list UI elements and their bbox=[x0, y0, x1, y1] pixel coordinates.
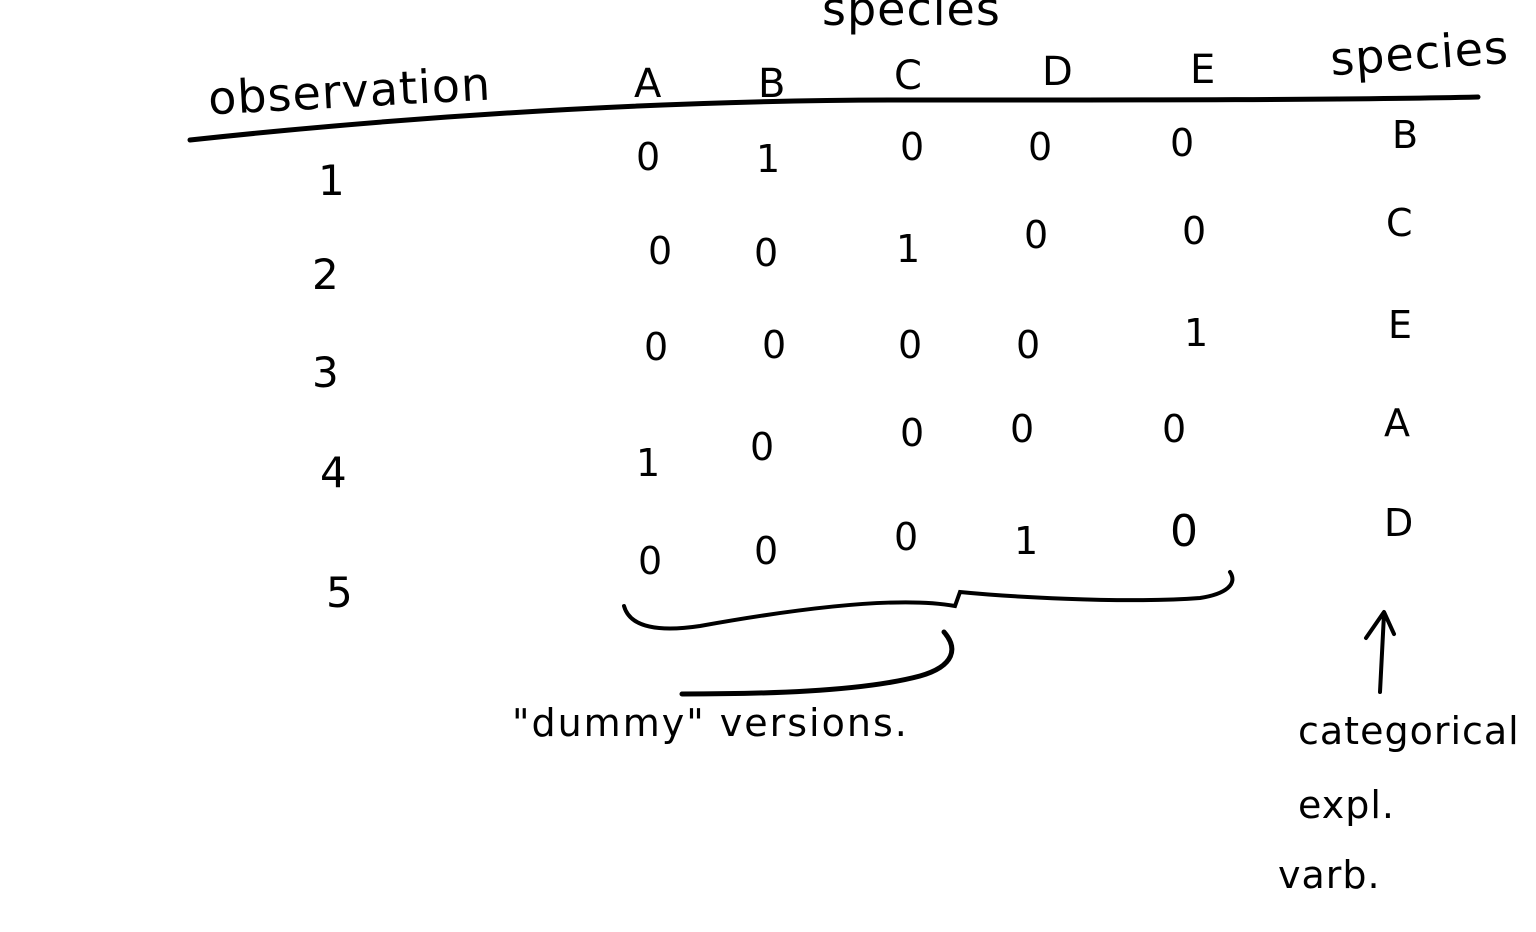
species-top-label: species bbox=[822, 0, 1001, 36]
cell-value: 0 bbox=[1182, 209, 1207, 253]
cell-value: 1 bbox=[1014, 519, 1039, 563]
cell-value: 0 bbox=[898, 323, 923, 367]
column-header-b: B bbox=[758, 61, 786, 107]
species-right-header: species bbox=[1328, 19, 1511, 87]
column-header-e: E bbox=[1190, 47, 1216, 93]
cell-value: 1 bbox=[1184, 311, 1209, 355]
dummy-brace bbox=[622, 570, 1235, 631]
cell-value: 0 bbox=[754, 529, 779, 573]
cell-value: 0 bbox=[1028, 125, 1053, 169]
observation-number: 4 bbox=[320, 448, 347, 497]
column-header-d: D bbox=[1042, 49, 1073, 95]
cell-value: 0 bbox=[648, 229, 673, 273]
observation-header: observation bbox=[206, 56, 493, 126]
cell-value: 0 bbox=[1170, 121, 1195, 165]
cell-value: 0 bbox=[1024, 213, 1049, 257]
observation-number: 1 bbox=[318, 156, 345, 205]
categorical-note-line: varb. bbox=[1278, 853, 1381, 897]
cell-value: 0 bbox=[638, 539, 663, 583]
dummy-versions-note: "dummy" versions. bbox=[512, 701, 909, 745]
cell-value: 0 bbox=[1170, 506, 1198, 557]
cell-value: 0 bbox=[636, 135, 661, 179]
cell-value: 0 bbox=[762, 323, 787, 367]
column-header-a: A bbox=[634, 61, 662, 107]
species-value: C bbox=[1386, 201, 1413, 245]
cell-value: 0 bbox=[644, 325, 669, 369]
categorical-arrow bbox=[1364, 610, 1396, 694]
categorical-note-line: categorical bbox=[1298, 709, 1520, 753]
observation-number: 3 bbox=[312, 348, 339, 397]
observation-number: 2 bbox=[312, 250, 339, 299]
cell-value: 0 bbox=[1010, 407, 1035, 451]
cell-value: 0 bbox=[900, 125, 925, 169]
column-header-c: C bbox=[894, 53, 922, 99]
cell-value: 1 bbox=[896, 227, 921, 271]
cell-value: 0 bbox=[900, 411, 925, 455]
categorical-note-line: expl. bbox=[1298, 783, 1395, 827]
cell-value: 0 bbox=[894, 515, 919, 559]
cell-value: 0 bbox=[754, 231, 779, 275]
cell-value: 0 bbox=[750, 425, 775, 469]
cell-value: 1 bbox=[636, 441, 661, 485]
observation-number: 5 bbox=[326, 568, 353, 617]
species-value: E bbox=[1388, 303, 1413, 347]
species-value: D bbox=[1384, 501, 1414, 545]
cell-value: 0 bbox=[1016, 323, 1041, 367]
species-value: A bbox=[1384, 401, 1410, 445]
header-rule bbox=[187, 94, 1481, 143]
brace-pointer bbox=[679, 629, 955, 697]
cell-value: 0 bbox=[1162, 407, 1187, 451]
cell-value: 1 bbox=[756, 137, 781, 181]
species-value: B bbox=[1392, 113, 1419, 157]
